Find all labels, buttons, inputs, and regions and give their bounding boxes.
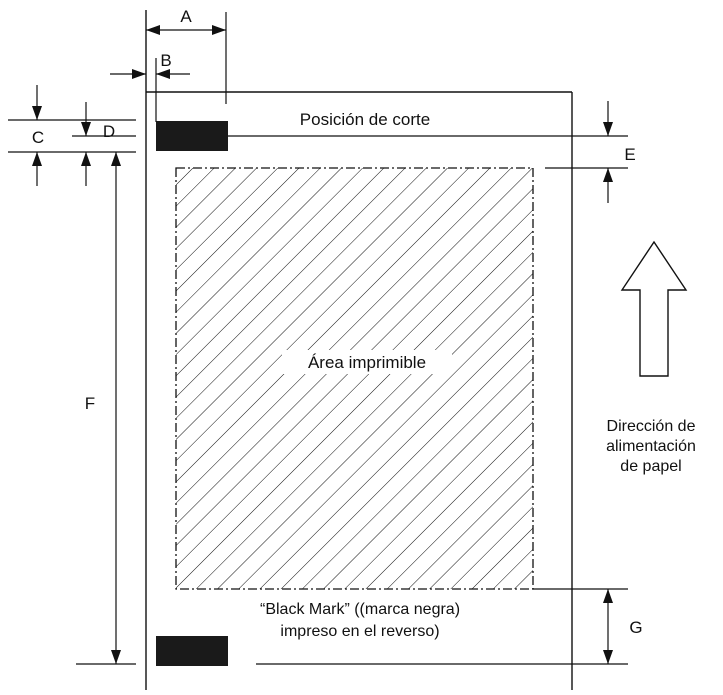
label-f: F: [85, 394, 95, 413]
dimension-f: F: [76, 152, 136, 665]
dimension-c-d: C D: [8, 85, 136, 186]
cut-position-label: Posición de corte: [300, 110, 430, 129]
printable-area: Área imprimible: [175, 167, 534, 590]
dimension-b: B: [110, 51, 190, 122]
feed-direction: Dirección de alimentación de papel: [606, 240, 696, 475]
printable-area-box: [175, 167, 534, 590]
dimension-g: G: [256, 588, 643, 665]
feed-direction-arrow-icon: [620, 240, 688, 377]
paper-sheet: [145, 10, 573, 690]
dimension-a: A: [146, 7, 227, 104]
label-a: A: [180, 7, 192, 26]
black-mark-top: [156, 121, 228, 151]
label-c: C: [32, 128, 44, 147]
printable-area-label: Área imprimible: [308, 353, 426, 372]
black-mark-label-line2: impreso en el reverso): [280, 623, 439, 640]
black-mark-label: “Black Mark” ((marca negra) impreso en e…: [260, 601, 460, 640]
label-d: D: [103, 122, 115, 141]
feed-direction-line3: de papel: [620, 458, 681, 475]
label-e: E: [624, 145, 635, 164]
black-mark-bottom: [156, 636, 228, 666]
feed-direction-line1: Dirección de: [607, 418, 696, 435]
dimension-e: E: [545, 101, 636, 203]
label-g: G: [629, 618, 642, 637]
printable-area-label-bg: [282, 350, 452, 374]
black-mark-label-line1: “Black Mark” ((marca negra): [260, 601, 460, 618]
label-b: B: [160, 51, 171, 70]
cut-position: Posición de corte: [228, 110, 628, 137]
feed-direction-line2: alimentación: [606, 438, 696, 455]
